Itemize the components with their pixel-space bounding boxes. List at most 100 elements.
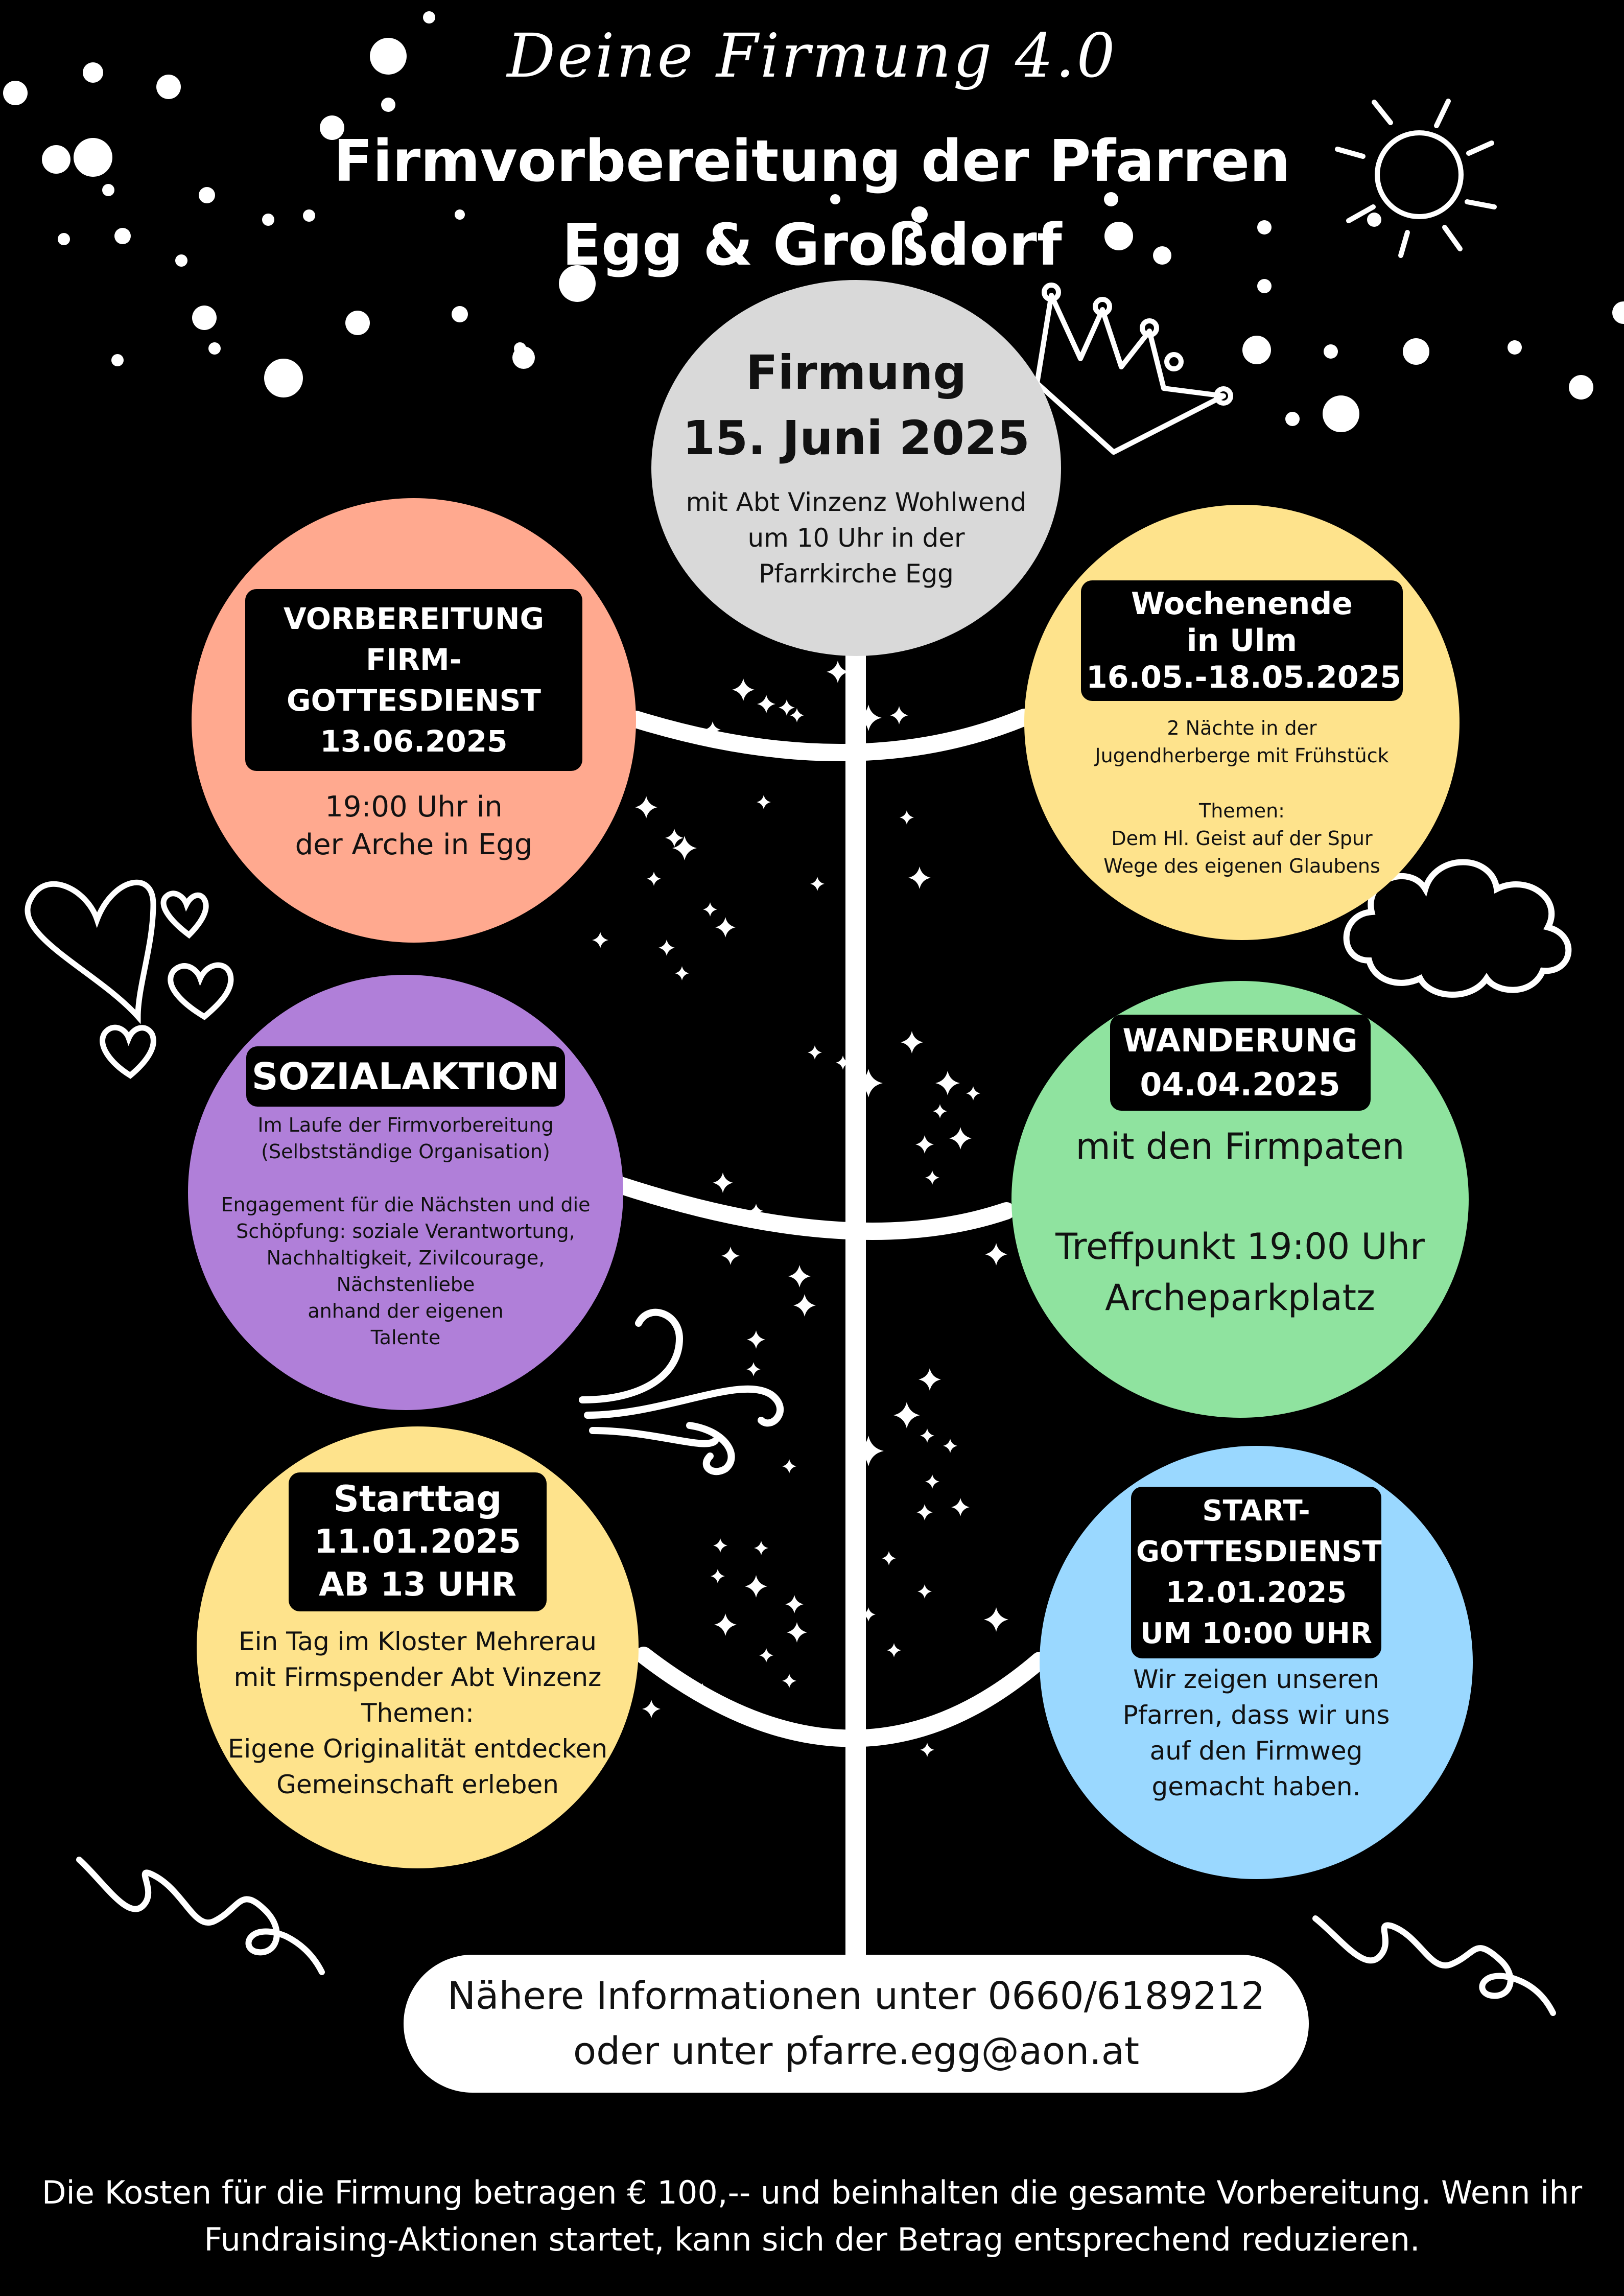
sparkle <box>808 1045 822 1060</box>
startgottesdienst-label: START- GOTTESDIENST 12.01.2025 UM 10:00 … <box>1131 1487 1382 1658</box>
wochenende-label-line2: in Ulm <box>1187 623 1297 659</box>
vorbereitung-label: VORBEREITUNG FIRM-GOTTESDIENST 13.06.202… <box>245 589 582 771</box>
sozialaktion-line8: Talente <box>370 1326 441 1349</box>
dot <box>370 38 407 75</box>
squiggle-icon <box>76 1857 1556 2016</box>
sparkle <box>745 1575 767 1598</box>
dot <box>559 265 596 302</box>
sozialaktion-line3: Engagement für die Nächsten und die <box>221 1193 591 1216</box>
starttag-label: Starttag 11.01.2025 AB 13 UHR <box>289 1472 547 1611</box>
sozialaktion-line1: Im Laufe der Firmvorbereitung <box>257 1114 554 1136</box>
wanderung-label-line1: WANDERUNG <box>1122 1022 1358 1059</box>
sparkle <box>711 1569 725 1583</box>
sparkle <box>665 829 684 847</box>
sozialaktion-line6: Nächstenliebe <box>336 1273 475 1296</box>
dot <box>455 209 465 220</box>
script-title: Deine Firmung 4.0 <box>507 20 1117 91</box>
wochenende-line4: Dem Hl. Geist auf der Spur <box>1111 827 1373 850</box>
sparkle <box>793 1294 816 1317</box>
sparkle <box>747 1330 765 1349</box>
vorbereitung-circle: VORBEREITUNG FIRM-GOTTESDIENST 13.06.202… <box>192 498 636 943</box>
contact-info: Nähere Informationen unter 0660/6189212 … <box>404 1955 1309 2093</box>
wanderung-line3: Archeparkplatz <box>1105 1277 1375 1319</box>
cost-note-line1: Die Kosten für die Firmung betragen € 10… <box>41 2174 1583 2211</box>
contact-email-line[interactable]: oder unter pfarre.egg@aon.at <box>573 2029 1140 2073</box>
dot <box>3 81 28 105</box>
dot <box>74 138 112 177</box>
sparkle <box>951 1498 970 1516</box>
dot <box>156 75 181 99</box>
sparkle <box>890 706 908 724</box>
dot <box>111 354 124 366</box>
sparkle <box>861 1607 876 1622</box>
sparkle <box>592 932 608 948</box>
sparkle <box>919 1368 941 1391</box>
sparkle <box>908 866 931 889</box>
sparkle <box>893 1402 920 1428</box>
sparkle <box>949 1127 972 1150</box>
dots-icon <box>3 11 1624 432</box>
wochenende-label-line1: Wochenende <box>1131 586 1353 622</box>
sozialaktion-line5: Nachhaltigkeit, Zivilcourage, <box>266 1247 545 1269</box>
hearts-icon <box>25 879 234 1079</box>
dot <box>830 194 840 204</box>
firmung-date: 15. Juni 2025 <box>682 411 1030 465</box>
wochenende-circle: Wochenende in Ulm 16.05.-18.05.2025 2 Nä… <box>1024 505 1460 940</box>
sparkle-icon <box>592 661 1008 1757</box>
crown-icon <box>1034 283 1233 455</box>
sparkle <box>854 1069 883 1097</box>
sparkle <box>715 917 736 938</box>
startgottesdienst-line3: auf den Firmweg <box>1149 1736 1363 1766</box>
starttag-label-line3: AB 13 UHR <box>319 1566 516 1604</box>
vorbereitung-label-line1: VORBEREITUNG <box>283 601 545 636</box>
firmung-line2: um 10 Uhr in der <box>747 523 965 553</box>
sparkle <box>782 1459 796 1473</box>
dot <box>42 145 70 174</box>
dot <box>1323 395 1359 432</box>
wanderung-line1: mit den Firmpaten <box>1075 1126 1405 1167</box>
wanderung-label: WANDERUNG 04.04.2025 <box>1110 1015 1371 1111</box>
main-title-line2: Egg & Großdorf <box>562 212 1062 278</box>
firmung-circle: Firmung 15. Juni 2025 mit Abt Vinzenz Wo… <box>651 280 1061 656</box>
firmung-line1: mit Abt Vinzenz Wohlwend <box>686 487 1027 517</box>
sparkle <box>658 940 675 956</box>
starttag-line5: Gemeinschaft erleben <box>276 1770 559 1799</box>
sparkle <box>836 1056 850 1070</box>
sparkle <box>920 1428 934 1443</box>
main-title-line1: Firmvorbereitung der Pfarren <box>334 128 1290 195</box>
dot <box>1242 336 1271 364</box>
sparkle <box>757 695 775 713</box>
dot <box>1257 220 1272 235</box>
dot <box>58 233 70 245</box>
startgottesdienst-label-line3: 12.01.2025 <box>1165 1576 1347 1609</box>
starttag-label-line2: 11.01.2025 <box>314 1523 521 1561</box>
starttag-line1: Ein Tag im Kloster Mehrerau <box>239 1627 597 1656</box>
dot <box>102 184 114 196</box>
sparkle <box>704 721 721 738</box>
sozialaktion-line4: Schöpfung: soziale Verantwortung, <box>236 1220 575 1243</box>
sparkle <box>853 1436 884 1466</box>
sparkle <box>943 1439 957 1453</box>
sparkle <box>916 1504 933 1520</box>
dot <box>1285 412 1300 426</box>
starttag-label-line1: Starttag <box>333 1478 502 1520</box>
sparkle <box>787 1622 807 1643</box>
sparkle <box>917 1584 932 1599</box>
wochenende-line2: Jugendherberge mit Frühstück <box>1095 744 1389 767</box>
sparkle <box>746 1362 761 1376</box>
sparkle <box>714 1613 737 1636</box>
startgottesdienst-circle: START- GOTTESDIENST 12.01.2025 UM 10:00 … <box>1040 1446 1473 1879</box>
dot <box>911 206 928 223</box>
dot <box>1403 338 1429 365</box>
wanderung-line2: Treffpunkt 19:00 Uhr <box>1055 1226 1425 1268</box>
sparkle <box>782 1674 796 1688</box>
starttag-circle: Starttag 11.01.2025 AB 13 UHR Ein Tag im… <box>197 1426 639 1868</box>
sparkle <box>759 1648 773 1662</box>
sparkle <box>754 1541 768 1555</box>
sun-icon <box>1335 99 1497 258</box>
vorbereitung-label-line2: FIRM-GOTTESDIENST <box>287 642 541 718</box>
starttag-line3: Themen: <box>361 1698 474 1728</box>
sparkle <box>672 836 697 860</box>
dot <box>320 115 344 140</box>
